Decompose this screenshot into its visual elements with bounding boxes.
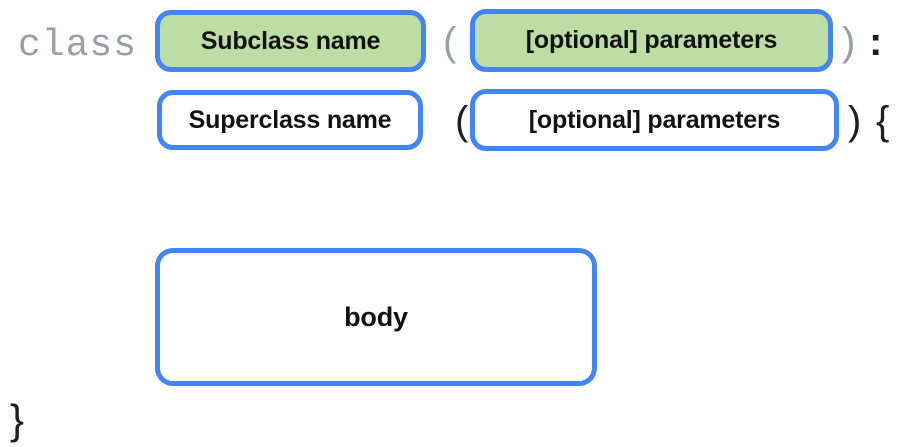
superclass-parameters-label: [optional] parameters <box>528 105 781 134</box>
closing-brace: } <box>10 396 25 443</box>
subclass-name-label: Subclass name <box>200 26 381 55</box>
line2-open-paren: ( <box>455 99 469 143</box>
superclass-parameters-box[interactable]: [optional] parameters <box>470 89 839 151</box>
line1-open-paren: ( <box>443 20 457 64</box>
subclass-parameters-box[interactable]: [optional] parameters <box>470 9 833 72</box>
class-body-label: body <box>344 301 408 332</box>
line2-open-brace: { <box>876 99 890 143</box>
superclass-name-label: Superclass name <box>188 105 392 134</box>
line2-close-paren: ) <box>848 99 862 143</box>
subclass-parameters-label: [optional] parameters <box>525 26 778 54</box>
subclass-name-box[interactable]: Subclass name <box>155 10 426 72</box>
superclass-name-box[interactable]: Superclass name <box>157 90 423 150</box>
class-keyword: class <box>18 24 138 67</box>
line1-close-paren: ) <box>842 20 856 64</box>
line1-colon-terminator: : <box>869 20 883 64</box>
class-body-box[interactable]: body <box>155 248 597 386</box>
